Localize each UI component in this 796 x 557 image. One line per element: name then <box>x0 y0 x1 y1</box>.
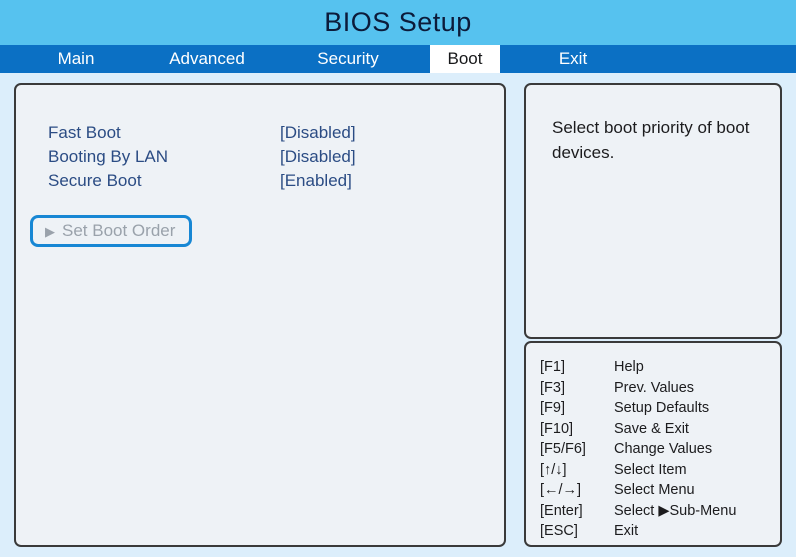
key-desc: Change Values <box>614 441 713 458</box>
key-desc: Prev. Values <box>614 379 695 396</box>
key-name: [F5/F6] <box>540 441 586 458</box>
menu-tab-bar: Main Advanced Security Boot Exit <box>0 45 796 73</box>
key-name: [F10] <box>540 420 574 437</box>
key-name: [↑/↓] <box>540 461 567 478</box>
key-desc: Save & Exit <box>614 420 689 437</box>
setting-value[interactable]: [Enabled] <box>280 171 352 190</box>
work-area: Fast Boot [Disabled] Booting By LAN [Dis… <box>0 73 796 557</box>
key-name: [F1] <box>540 359 565 376</box>
key-name: [Enter] <box>540 502 583 519</box>
setting-value[interactable]: [Disabled] <box>280 147 356 166</box>
key-legend-panel: [F1] Help [F3] Prev. Values [F9] Setup D… <box>524 341 782 547</box>
key-legend-row: [F1] Help <box>540 357 772 378</box>
setting-value[interactable]: [Disabled] <box>280 123 356 142</box>
key-legend-row: [Enter] Select ▶Sub-Menu <box>540 501 772 522</box>
tab-main[interactable]: Main <box>57 49 95 68</box>
submenu-label: Set Boot Order <box>62 221 176 240</box>
page-title: BIOS Setup <box>324 7 472 37</box>
sidebar-item-set-boot-order[interactable]: ▶ Set Boot Order <box>30 215 193 247</box>
setting-row-secure-boot[interactable]: Secure Boot [Enabled] <box>48 169 478 193</box>
help-text: Select boot priority of boot devices. <box>552 118 750 162</box>
key-desc: Select Item <box>614 461 687 478</box>
key-desc: Help <box>614 359 644 376</box>
submenu-triangle-icon: ▶ <box>45 223 55 239</box>
settings-list: Fast Boot [Disabled] Booting By LAN [Dis… <box>48 121 478 193</box>
key-legend-row: [↑/↓] Select Item <box>540 460 772 481</box>
key-name: [F9] <box>540 400 565 417</box>
tab-exit[interactable]: Exit <box>558 49 588 68</box>
setting-label: Fast Boot <box>48 123 121 142</box>
key-desc: Setup Defaults <box>614 400 710 417</box>
key-legend-list: [F1] Help [F3] Prev. Values [F9] Setup D… <box>540 357 772 542</box>
key-desc: Select Menu <box>614 482 695 499</box>
key-legend-row: [←/→] Select Menu <box>540 480 772 501</box>
settings-panel: Fast Boot [Disabled] Booting By LAN [Dis… <box>14 83 506 547</box>
key-legend-row: [F3] Prev. Values <box>540 378 772 399</box>
tab-advanced[interactable]: Advanced <box>169 49 245 68</box>
setting-row-booting-by-lan[interactable]: Booting By LAN [Disabled] <box>48 145 478 169</box>
tab-security[interactable]: Security <box>317 49 379 68</box>
key-name: [←/→] <box>540 482 582 499</box>
setting-label: Secure Boot <box>48 171 142 190</box>
help-panel: Select boot priority of boot devices. <box>524 83 782 339</box>
key-legend-row: [F9] Setup Defaults <box>540 398 772 419</box>
key-legend-row: [ESC] Exit <box>540 521 772 542</box>
title-bar: BIOS Setup <box>0 0 796 45</box>
setting-label: Booting By LAN <box>48 147 169 166</box>
tab-boot[interactable]: Boot <box>430 45 500 73</box>
key-desc: Select ▶Sub-Menu <box>614 502 737 519</box>
setting-row-fast-boot[interactable]: Fast Boot [Disabled] <box>48 121 478 145</box>
key-name: [ESC] <box>540 523 578 540</box>
key-legend-row: [F5/F6] Change Values <box>540 439 772 460</box>
key-legend-row: [F10] Save & Exit <box>540 419 772 440</box>
key-name: [F3] <box>540 379 565 396</box>
key-desc: Exit <box>614 523 639 540</box>
